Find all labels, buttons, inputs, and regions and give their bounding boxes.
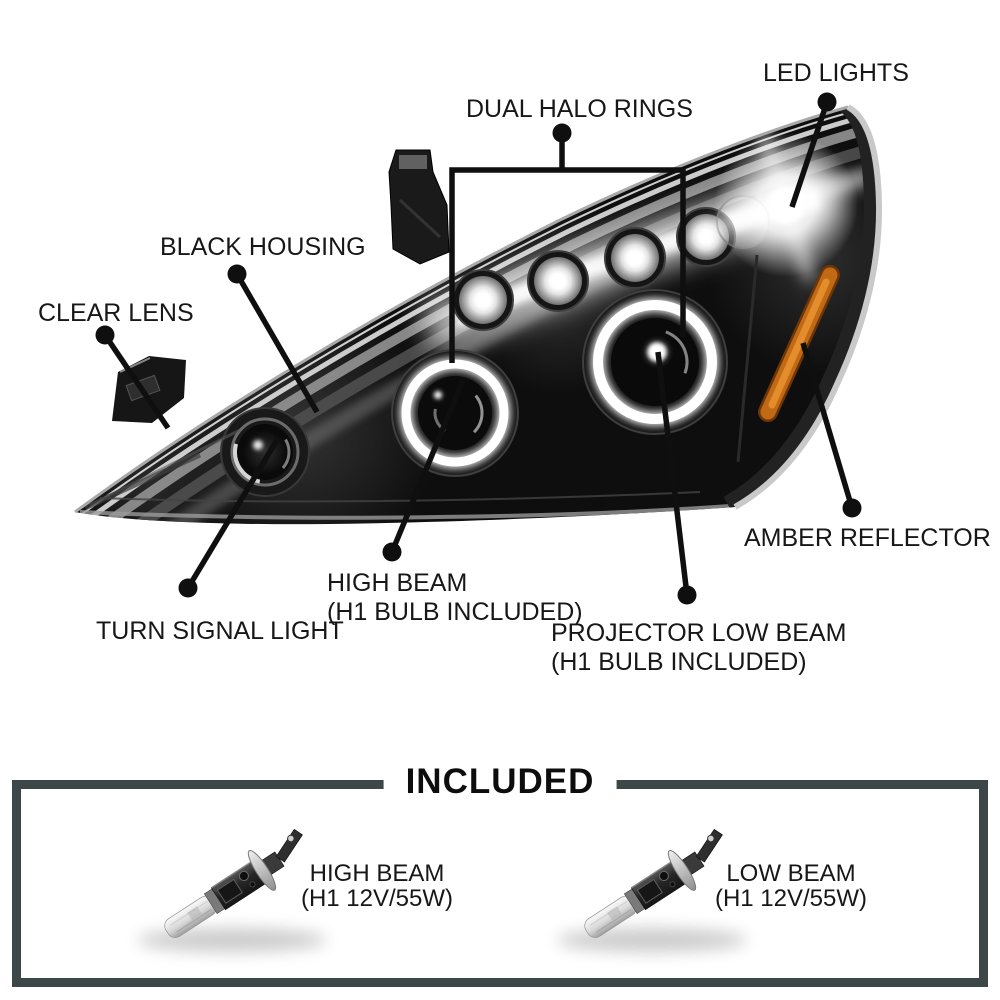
low-beam-bulb-illustration	[557, 821, 747, 953]
leader-line-led-lights	[789, 101, 830, 208]
label-high-beam: HIGH BEAM (H1 BULB INCLUDED)	[327, 569, 583, 626]
label-dual-halo-rings: DUAL HALO RINGS	[466, 95, 693, 123]
label-led-lights: LED LIGHTS	[763, 59, 909, 87]
high-beam-projector	[391, 349, 519, 477]
dot-dual-halo-rings	[552, 123, 572, 143]
high-beam-bulb-illustration	[137, 821, 327, 953]
label-clear-lens: CLEAR LENS	[38, 299, 194, 327]
included-high-beam-name: HIGH BEAM	[309, 860, 445, 887]
label-projector-low-beam-line2: (H1 BULB INCLUDED)	[551, 647, 807, 676]
leader-line-low-beam	[655, 351, 690, 596]
included-item-high-beam: HIGH BEAM (H1 12V/55W)	[301, 861, 453, 911]
included-low-beam-name: LOW BEAM	[726, 860, 856, 887]
callout-lines	[102, 101, 855, 596]
amber-reflector-strip	[758, 265, 840, 422]
dot-high-beam	[382, 542, 402, 562]
label-black-housing: BLACK HOUSING	[160, 233, 366, 261]
mounting-bracket-top	[388, 149, 450, 265]
dot-turn-signal	[178, 578, 198, 598]
included-high-beam-spec: (H1 12V/55W)	[300, 885, 454, 912]
led-glare	[698, 128, 870, 282]
label-high-beam-line2: (H1 BULB INCLUDED)	[327, 597, 583, 626]
dual-halo-bracket	[449, 167, 686, 363]
included-low-beam-spec: (H1 12V/55W)	[714, 885, 868, 912]
callout-dots	[95, 92, 862, 605]
included-panel-title: INCLUDED	[383, 762, 617, 802]
leader-line-high-beam	[389, 378, 466, 554]
lens-right-edge-chrome	[733, 104, 883, 510]
label-projector-low-beam: PROJECTOR LOW BEAM (H1 BULB INCLUDED)	[551, 619, 846, 676]
engraved-markings	[134, 523, 251, 525]
projector-low-beam-lens	[582, 289, 728, 435]
dot-led-lights	[817, 92, 837, 112]
included-panel-frame	[12, 780, 988, 987]
turn-signal-light-lens	[220, 407, 310, 497]
leader-line-turn-signal	[185, 438, 280, 590]
dot-low-beam	[677, 585, 697, 605]
dot-amber-reflector	[842, 498, 862, 518]
included-item-low-beam: LOW BEAM (H1 12V/55W)	[715, 861, 867, 911]
leader-line-amber-reflector	[800, 342, 855, 509]
label-amber-reflector: AMBER REFLECTOR	[744, 524, 991, 552]
label-turn-signal-light: TURN SIGNAL LIGHT	[96, 617, 344, 645]
label-high-beam-line1: HIGH BEAM	[327, 569, 468, 597]
label-projector-low-beam-line1: PROJECTOR LOW BEAM	[551, 619, 847, 647]
lens-top-edge	[74, 105, 849, 514]
dot-black-housing	[227, 264, 247, 284]
leader-line-clear-lens	[102, 333, 171, 430]
dot-clear-lens	[95, 325, 115, 345]
leader-line-black-housing	[234, 272, 320, 414]
